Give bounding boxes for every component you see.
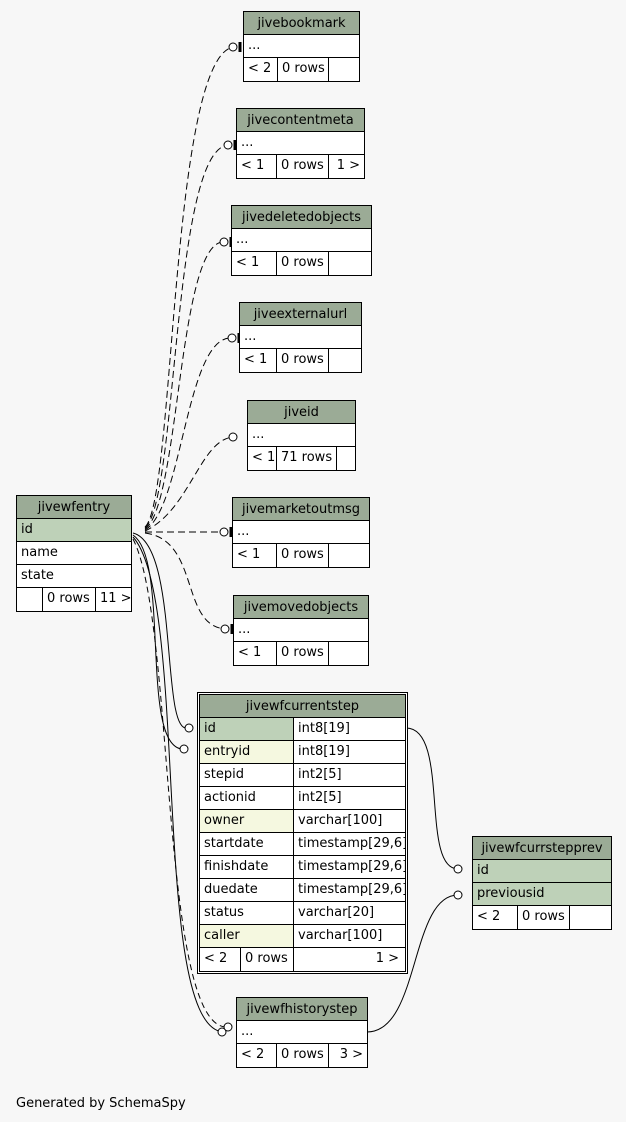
table-jiveexternalurl[interactable]: jiveexternalurl ... < 1 0 rows <box>239 302 362 373</box>
table-jivewfhistorystep[interactable]: jivewfhistorystep ... < 2 0 rows 3 > <box>236 997 368 1068</box>
parents-count: < 2 <box>204 951 228 966</box>
children-count: 1 > <box>293 948 405 971</box>
column-type: int2[5] <box>293 764 405 786</box>
table-jivebookmark[interactable]: jivebookmark ... < 2 0 rows <box>243 11 360 82</box>
parents-count: < 2 <box>241 1047 265 1062</box>
column-name: owner <box>200 810 293 832</box>
column-name: entryid <box>200 741 293 763</box>
row-count: 0 rows <box>240 948 293 971</box>
children-count: 3 > <box>328 1044 367 1067</box>
table-jivewfcurrentstep[interactable]: jivewfcurrentstep id int8[19] entryid in… <box>197 692 408 974</box>
column-cell: ... <box>238 622 251 637</box>
parents-count: < 1 <box>244 352 268 367</box>
column-name: duedate <box>204 882 258 897</box>
column-cell: ... <box>244 329 257 344</box>
row-count: 0 rows <box>276 642 328 665</box>
column-type: int8[19] <box>293 718 405 740</box>
table-header: jivecontentmeta <box>237 109 364 132</box>
children-count <box>328 349 361 372</box>
table-jivecontentmeta[interactable]: jivecontentmeta ... < 1 0 rows 1 > <box>236 108 365 179</box>
children-count: 11 > <box>95 588 131 611</box>
children-count <box>328 252 371 275</box>
column-name: finishdate <box>204 859 269 874</box>
row-count: 0 rows <box>276 349 328 372</box>
column-state: state <box>21 568 54 583</box>
column-type: varchar[100] <box>293 810 405 832</box>
column-name: name <box>21 545 58 560</box>
table-header: jivewfcurrstepprev <box>473 837 611 860</box>
column-cell: ... <box>237 524 250 539</box>
row-count: 0 rows <box>276 155 328 178</box>
table-header: jiveid <box>248 401 355 424</box>
table-jivemarketoutmsg[interactable]: jivemarketoutmsg ... < 1 0 rows <box>232 497 370 568</box>
table-header: jivebookmark <box>244 12 359 35</box>
table-header: jivemovedobjects <box>234 596 368 619</box>
children-count <box>336 447 355 470</box>
column-previousid: previousid <box>477 886 545 901</box>
parents-count: < 1 <box>252 450 276 465</box>
column-cell: ... <box>241 135 254 150</box>
column-type: int8[19] <box>293 741 405 763</box>
column-id: id <box>477 863 489 878</box>
children-count <box>569 906 611 929</box>
column-name: stepid <box>204 767 244 782</box>
table-header: jivewfhistorystep <box>237 998 367 1021</box>
column-type: timestamp[29,6] <box>293 833 405 855</box>
column-cell: ... <box>252 427 265 442</box>
table-header: jivewfentry <box>17 496 131 519</box>
table-header: jiveexternalurl <box>240 303 361 326</box>
column-type: varchar[20] <box>293 902 405 924</box>
parents-count: < 2 <box>248 61 272 76</box>
generated-by-footer: Generated by SchemaSpy <box>16 1096 186 1111</box>
column-cell: ... <box>241 1024 254 1039</box>
column-name: actionid <box>204 790 256 805</box>
table-header: jivemarketoutmsg <box>233 498 369 521</box>
table-jivewfcurrstepprev[interactable]: jivewfcurrstepprev id previousid < 2 0 r… <box>472 836 612 930</box>
row-count: 0 rows <box>277 58 328 81</box>
parents-count: < 2 <box>477 909 501 924</box>
children-count <box>328 58 359 81</box>
table-header: jivewfcurrentstep <box>200 695 405 718</box>
column-type: int2[5] <box>293 787 405 809</box>
row-count: 0 rows <box>42 588 95 611</box>
table-jivemovedobjects[interactable]: jivemovedobjects ... < 1 0 rows <box>233 595 369 666</box>
table-jivewfentry[interactable]: jivewfentry id name state 0 rows 11 > <box>16 495 132 612</box>
parents-count: < 1 <box>241 158 265 173</box>
row-count: 71 rows <box>276 447 336 470</box>
table-jivedeletedobjects[interactable]: jivedeletedobjects ... < 1 0 rows <box>231 205 372 276</box>
column-name: id <box>204 721 216 736</box>
row-count: 0 rows <box>276 544 328 567</box>
column-type: timestamp[29,6] <box>293 879 405 901</box>
column-type: varchar[100] <box>293 925 405 947</box>
parents-count: < 1 <box>236 255 260 270</box>
column-name: caller <box>200 925 293 947</box>
column-name: startdate <box>204 836 264 851</box>
row-count: 0 rows <box>276 252 328 275</box>
table-header: jivedeletedobjects <box>232 206 371 229</box>
column-cell: ... <box>236 232 249 247</box>
column-id: id <box>21 522 33 537</box>
parents-count: < 1 <box>238 645 262 660</box>
children-count <box>328 544 369 567</box>
column-type: timestamp[29,6] <box>293 856 405 878</box>
column-name: status <box>204 905 244 920</box>
parents-count <box>17 588 42 611</box>
children-count <box>328 642 368 665</box>
column-cell: ... <box>248 38 261 53</box>
children-count: 1 > <box>328 155 364 178</box>
row-count: 0 rows <box>276 1044 328 1067</box>
table-jiveid[interactable]: jiveid ... < 1 71 rows <box>247 400 356 471</box>
row-count: 0 rows <box>517 906 569 929</box>
parents-count: < 1 <box>237 547 261 562</box>
